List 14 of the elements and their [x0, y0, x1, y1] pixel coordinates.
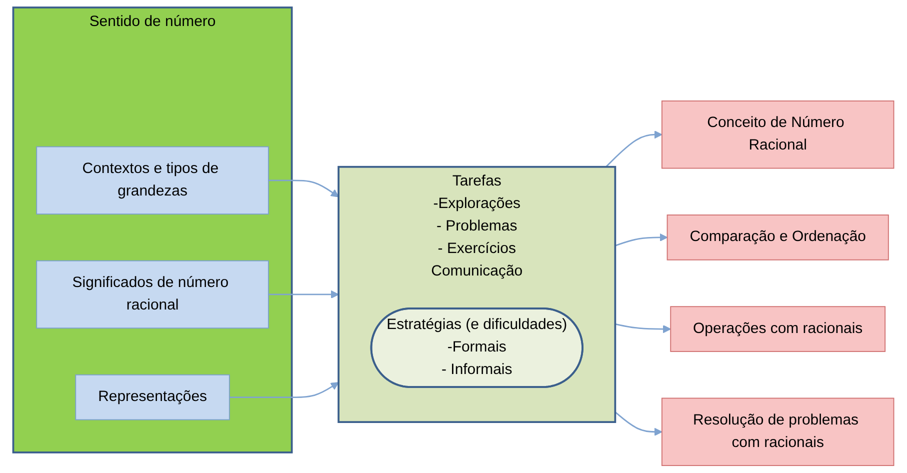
- arrow: [229, 382, 339, 398]
- node-box: Operações com racionais: [670, 306, 886, 352]
- node-box: Comparação e Ordenação: [666, 214, 889, 260]
- arrow: [615, 323, 671, 334]
- arrow: [268, 290, 339, 299]
- node-box: Conceito de Número Racional: [661, 100, 894, 169]
- arrow: [614, 233, 668, 246]
- node-box: Resolução de problemas com racionais: [661, 398, 894, 466]
- node-box: Representações: [75, 374, 230, 420]
- node-box: Contextos e tipos de grandezas: [36, 146, 269, 215]
- arrow: [268, 180, 339, 198]
- node-box: Significados de número racional: [36, 260, 269, 329]
- arrow: [605, 130, 662, 168]
- arrow: [614, 411, 662, 436]
